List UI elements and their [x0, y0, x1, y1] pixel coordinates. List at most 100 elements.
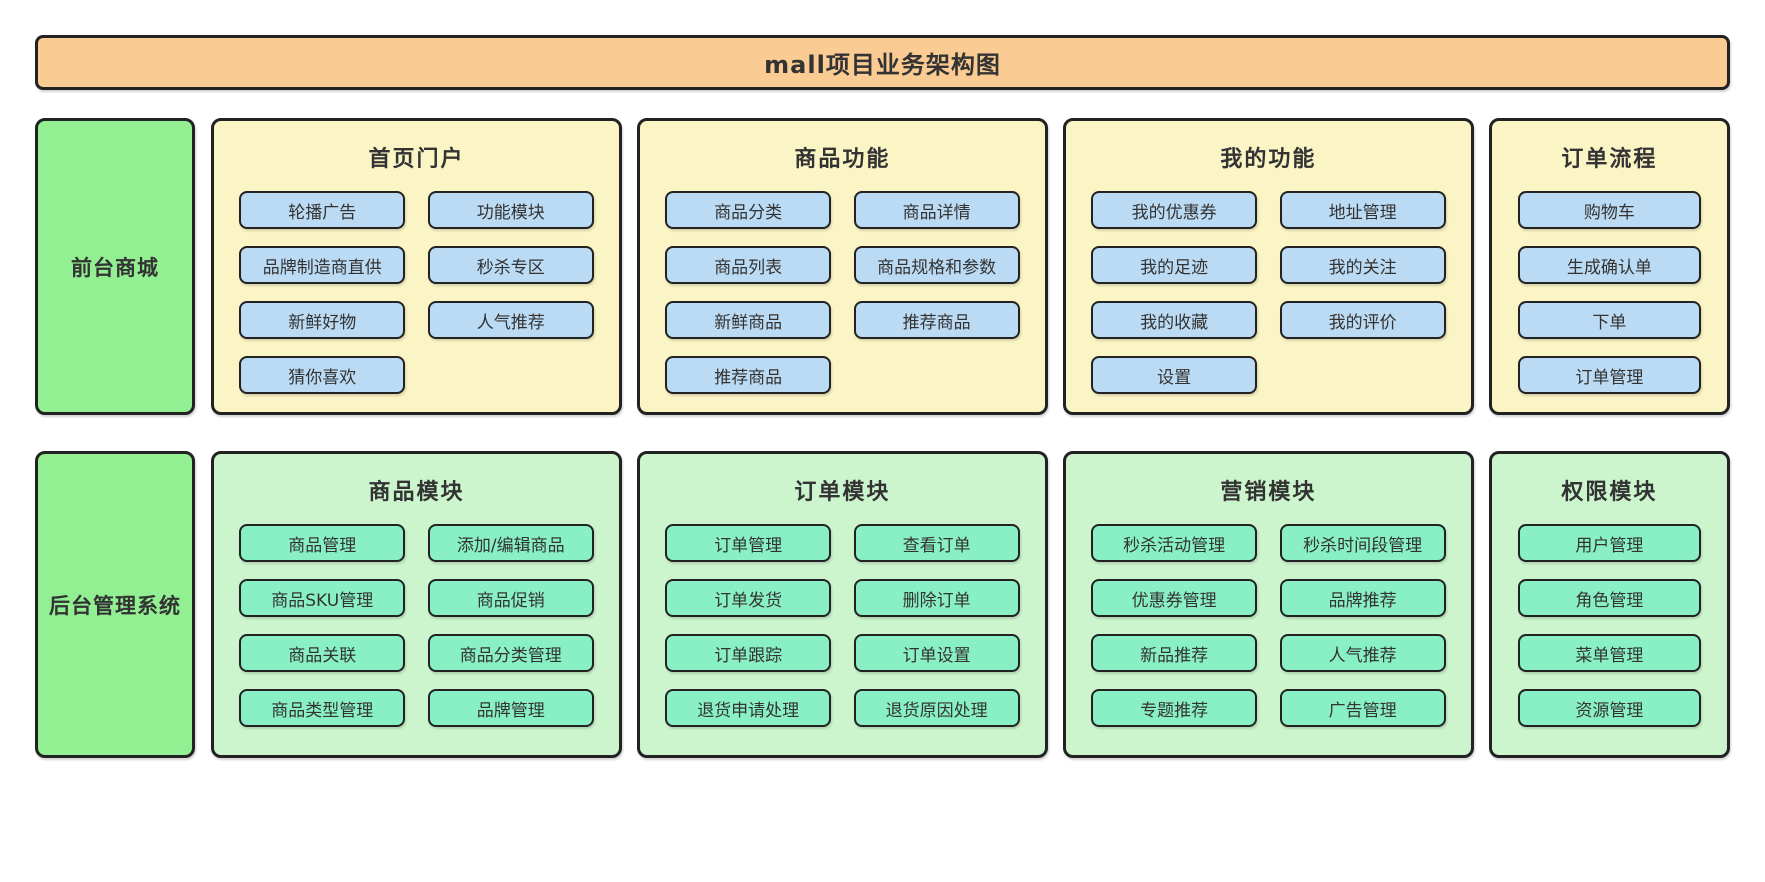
feature-node: 秒杀时间段管理 [1279, 524, 1446, 562]
feature-node: 退货原因处理 [853, 689, 1020, 727]
side-label-text: 后台管理系统 [49, 593, 181, 618]
feature-node: 用户管理 [1518, 524, 1701, 562]
feature-node: 商品分类管理 [427, 634, 594, 672]
panel-columns: 我的优惠券我的足迹我的收藏设置地址管理我的关注我的评价 [1080, 191, 1457, 394]
feature-node: 人气推荐 [1279, 634, 1446, 672]
feature-node: 广告管理 [1279, 689, 1446, 727]
diagram-title-bar: mall项目业务架构图 [35, 35, 1730, 90]
feature-node: 品牌推荐 [1279, 579, 1446, 617]
side-label-back-admin: 后台管理系统 [35, 451, 195, 758]
side-label-front-mall: 前台商城 [35, 118, 195, 415]
feature-node: 我的评价 [1279, 301, 1446, 339]
feature-node: 删除订单 [853, 579, 1020, 617]
feature-node: 品牌管理 [427, 689, 594, 727]
panel-title: 商品功能 [794, 147, 891, 172]
side-label-text: 前台商城 [71, 255, 159, 280]
module-panel: 商品功能商品分类商品列表新鲜商品推荐商品商品详情商品规格和参数推荐商品 [636, 118, 1048, 415]
feature-node: 我的优惠券 [1091, 191, 1258, 229]
feature-node: 商品SKU管理 [239, 579, 406, 617]
feature-node: 专题推荐 [1091, 689, 1258, 727]
feature-node: 秒杀专区 [427, 246, 594, 284]
panels-container: 商品模块商品管理商品SKU管理商品关联商品类型管理添加/编辑商品商品促销商品分类… [211, 451, 1730, 758]
panel-columns: 订单管理订单发货订单跟踪退货申请处理查看订单删除订单订单设置退货原因处理 [654, 524, 1031, 727]
module-panel: 我的功能我的优惠券我的足迹我的收藏设置地址管理我的关注我的评价 [1062, 118, 1474, 415]
feature-node: 商品管理 [239, 524, 406, 562]
panel-columns: 商品分类商品列表新鲜商品推荐商品商品详情商品规格和参数推荐商品 [654, 191, 1031, 394]
module-panel: 权限模块用户管理角色管理菜单管理资源管理 [1488, 451, 1730, 758]
feature-node: 新鲜商品 [665, 301, 832, 339]
feature-node: 推荐商品 [665, 356, 832, 394]
feature-node: 品牌制造商直供 [239, 246, 406, 284]
panel-column: 查看订单删除订单订单设置退货原因处理 [842, 524, 1030, 727]
feature-node: 推荐商品 [853, 301, 1020, 339]
panel-columns: 购物车生成确认单下单订单管理 [1506, 191, 1713, 394]
panel-column: 商品分类商品列表新鲜商品推荐商品 [654, 191, 842, 394]
feature-node: 新品推荐 [1091, 634, 1258, 672]
panel-column: 商品详情商品规格和参数推荐商品 [842, 191, 1030, 394]
panel-column: 添加/编辑商品商品促销商品分类管理品牌管理 [416, 524, 604, 727]
feature-node: 设置 [1091, 356, 1258, 394]
panel-column: 秒杀活动管理优惠券管理新品推荐专题推荐 [1080, 524, 1268, 727]
panel-column: 商品管理商品SKU管理商品关联商品类型管理 [228, 524, 416, 727]
feature-node: 订单跟踪 [665, 634, 832, 672]
feature-node: 订单发货 [665, 579, 832, 617]
feature-node: 订单管理 [1518, 356, 1701, 394]
module-panel: 订单流程购物车生成确认单下单订单管理 [1488, 118, 1730, 415]
feature-node: 优惠券管理 [1091, 579, 1258, 617]
feature-node: 购物车 [1518, 191, 1701, 229]
panel-column: 我的优惠券我的足迹我的收藏设置 [1080, 191, 1268, 394]
module-panel: 订单模块订单管理订单发货订单跟踪退货申请处理查看订单删除订单订单设置退货原因处理 [636, 451, 1048, 758]
panel-columns: 用户管理角色管理菜单管理资源管理 [1506, 524, 1713, 727]
feature-node: 下单 [1518, 301, 1701, 339]
feature-node: 我的收藏 [1091, 301, 1258, 339]
feature-node: 猜你喜欢 [239, 356, 406, 394]
feature-node: 商品规格和参数 [853, 246, 1020, 284]
feature-node: 菜单管理 [1518, 634, 1701, 672]
panel-columns: 轮播广告品牌制造商直供新鲜好物猜你喜欢功能模块秒杀专区人气推荐 [228, 191, 605, 394]
feature-node: 订单管理 [665, 524, 832, 562]
feature-node: 退货申请处理 [665, 689, 832, 727]
feature-node: 商品详情 [853, 191, 1020, 229]
feature-node: 商品分类 [665, 191, 832, 229]
feature-node: 生成确认单 [1518, 246, 1701, 284]
feature-node: 商品关联 [239, 634, 406, 672]
feature-node: 角色管理 [1518, 579, 1701, 617]
panel-title: 我的功能 [1220, 147, 1317, 172]
feature-node: 人气推荐 [427, 301, 594, 339]
feature-node: 新鲜好物 [239, 301, 406, 339]
panel-title: 首页门户 [368, 147, 465, 172]
feature-node: 商品列表 [665, 246, 832, 284]
panel-columns: 商品管理商品SKU管理商品关联商品类型管理添加/编辑商品商品促销商品分类管理品牌… [228, 524, 605, 727]
panel-column: 用户管理角色管理菜单管理资源管理 [1506, 524, 1713, 727]
panel-column: 轮播广告品牌制造商直供新鲜好物猜你喜欢 [228, 191, 416, 394]
feature-node: 查看订单 [853, 524, 1020, 562]
panel-title: 订单模块 [794, 480, 891, 505]
diagram-title: mall项目业务架构图 [764, 51, 1001, 79]
panel-title: 权限模块 [1561, 480, 1658, 505]
feature-node: 我的关注 [1279, 246, 1446, 284]
feature-node: 我的足迹 [1091, 246, 1258, 284]
feature-node: 添加/编辑商品 [427, 524, 594, 562]
panel-columns: 秒杀活动管理优惠券管理新品推荐专题推荐秒杀时间段管理品牌推荐人气推荐广告管理 [1080, 524, 1457, 727]
panel-column: 秒杀时间段管理品牌推荐人气推荐广告管理 [1268, 524, 1456, 727]
panel-column: 地址管理我的关注我的评价 [1268, 191, 1456, 394]
feature-node: 秒杀活动管理 [1091, 524, 1258, 562]
panel-column: 功能模块秒杀专区人气推荐 [416, 191, 604, 394]
feature-node: 轮播广告 [239, 191, 406, 229]
panel-column: 购物车生成确认单下单订单管理 [1506, 191, 1713, 394]
feature-node: 资源管理 [1518, 689, 1701, 727]
panel-column: 订单管理订单发货订单跟踪退货申请处理 [654, 524, 842, 727]
feature-node: 地址管理 [1279, 191, 1446, 229]
feature-node: 商品促销 [427, 579, 594, 617]
panel-title: 订单流程 [1561, 147, 1658, 172]
panel-title: 营销模块 [1220, 480, 1317, 505]
system-row: 后台管理系统 商品模块商品管理商品SKU管理商品关联商品类型管理添加/编辑商品商… [35, 451, 1730, 758]
module-panel: 首页门户轮播广告品牌制造商直供新鲜好物猜你喜欢功能模块秒杀专区人气推荐 [211, 118, 622, 415]
module-panel: 商品模块商品管理商品SKU管理商品关联商品类型管理添加/编辑商品商品促销商品分类… [211, 451, 622, 758]
panels-container: 首页门户轮播广告品牌制造商直供新鲜好物猜你喜欢功能模块秒杀专区人气推荐商品功能商… [211, 118, 1730, 415]
feature-node: 商品类型管理 [239, 689, 406, 727]
system-row: 前台商城 首页门户轮播广告品牌制造商直供新鲜好物猜你喜欢功能模块秒杀专区人气推荐… [35, 118, 1730, 415]
feature-node: 功能模块 [427, 191, 594, 229]
module-panel: 营销模块秒杀活动管理优惠券管理新品推荐专题推荐秒杀时间段管理品牌推荐人气推荐广告… [1062, 451, 1474, 758]
